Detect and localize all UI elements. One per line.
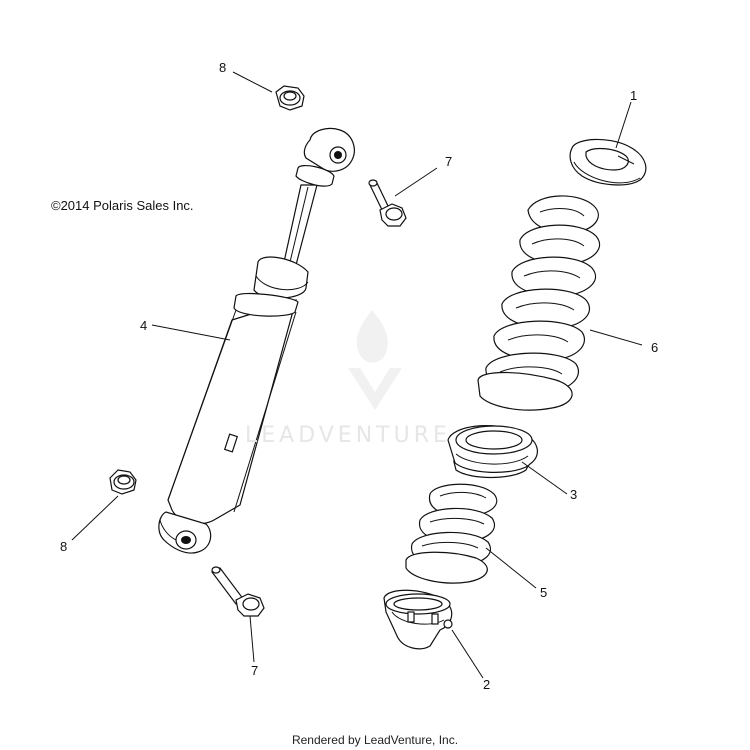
callout-5: 5 (540, 585, 547, 600)
callout-8-top: 8 (219, 60, 226, 75)
nut-top[interactable] (275, 85, 305, 111)
callout-1: 1 (630, 88, 637, 103)
copyright-notice: ©2014 Polaris Sales Inc. (51, 198, 194, 213)
secondary-spring[interactable] (405, 483, 498, 584)
bolt-top[interactable] (368, 179, 407, 227)
spring-seat[interactable] (447, 425, 538, 479)
callout-7-top: 7 (445, 154, 452, 169)
nut-bottom[interactable] (109, 469, 137, 495)
callouts: 8 7 1 4 6 3 5 2 7 8 (60, 60, 658, 692)
callout-8-bottom: 8 (60, 539, 67, 554)
callout-7-bottom: 7 (251, 663, 258, 678)
leader-lines (71, 71, 643, 679)
bolt-bottom[interactable] (211, 566, 265, 617)
main-spring[interactable] (477, 195, 601, 411)
callout-3: 3 (570, 487, 577, 502)
footer-credit: Rendered by LeadVenture, Inc. (291, 733, 459, 747)
watermark-text: LEADVENTURE (245, 423, 451, 448)
watermark-logo (348, 310, 402, 410)
callout-2: 2 (483, 677, 490, 692)
spring-retainer-top[interactable] (569, 138, 647, 186)
spring-retainer-bottom[interactable] (383, 589, 453, 650)
callout-6: 6 (651, 340, 658, 355)
shock-absorber[interactable] (158, 127, 355, 554)
callout-4: 4 (140, 318, 147, 333)
